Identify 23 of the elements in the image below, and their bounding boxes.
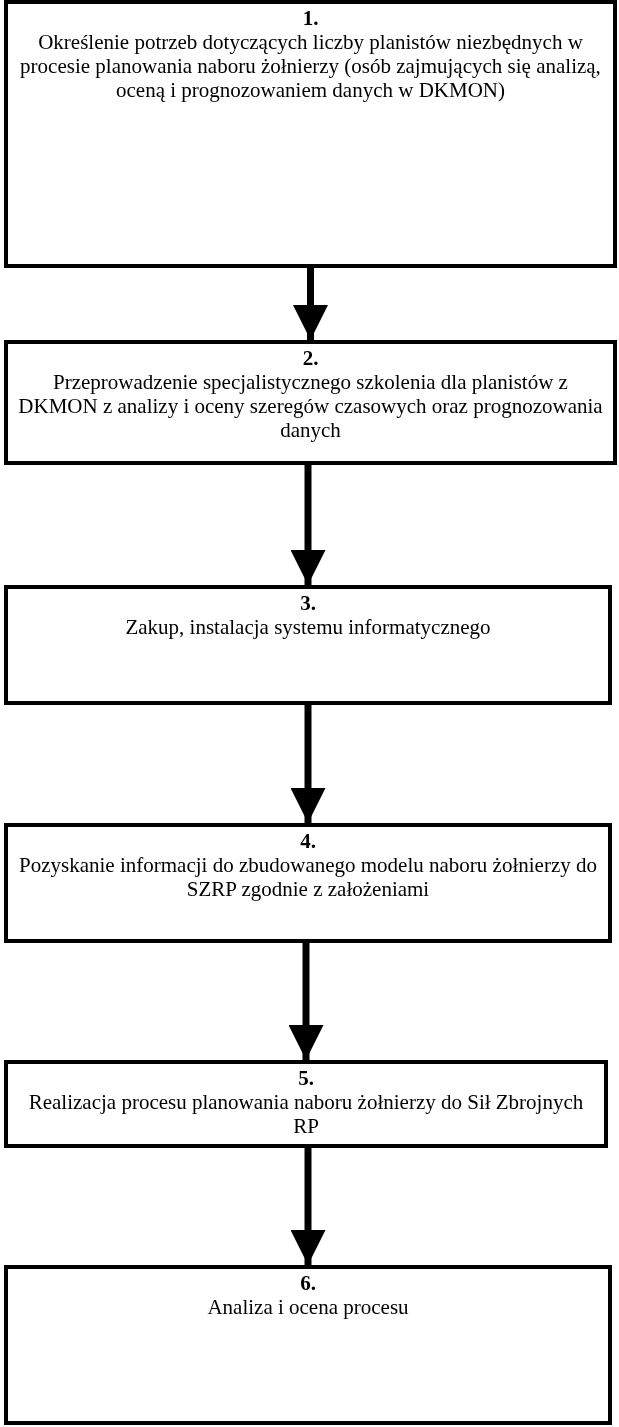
step-number: 5. — [298, 1066, 314, 1090]
process-box — [4, 585, 612, 705]
step-text: Realizacja procesu planowania naboru żołnierzy do Sił Zbrojnych RP — [27, 1090, 585, 1138]
step-text: Zakup, instalacja systemu informatycznego — [125, 615, 491, 639]
arrow — [290, 1148, 326, 1265]
step-text: Określenie potrzeb dotyczących liczby planistów niezbędnych w procesie planowania naboru żołnierzy (osób zajmujących się analizą, oceną i prognozowaniem danych w DKMON) — [19, 30, 602, 102]
process-box — [4, 340, 617, 465]
step-number: 2. — [302, 346, 319, 370]
arrow — [288, 943, 324, 1060]
process-box — [4, 1060, 608, 1148]
step-text: Analiza i ocena procesu — [207, 1295, 409, 1319]
process-box — [4, 823, 612, 943]
process-box — [4, 0, 617, 268]
step-number: 1. — [302, 6, 319, 30]
process-box — [4, 1265, 612, 1425]
step-text: Pozyskanie informacji do zbudowanego modelu naboru żołnierzy do SZRP zgodnie z założeniami — [18, 853, 598, 901]
arrow — [293, 268, 328, 340]
step-number: 6. — [300, 1271, 316, 1295]
step-text: Przeprowadzenie specjalistycznego szkolenia dla planistów z DKMON z analizy i oceny szeregów czasowych oraz prognozowania danych — [17, 370, 604, 442]
arrow — [290, 465, 326, 585]
step-number: 4. — [300, 829, 316, 853]
arrow — [290, 705, 326, 823]
step-number: 3. — [300, 591, 316, 615]
